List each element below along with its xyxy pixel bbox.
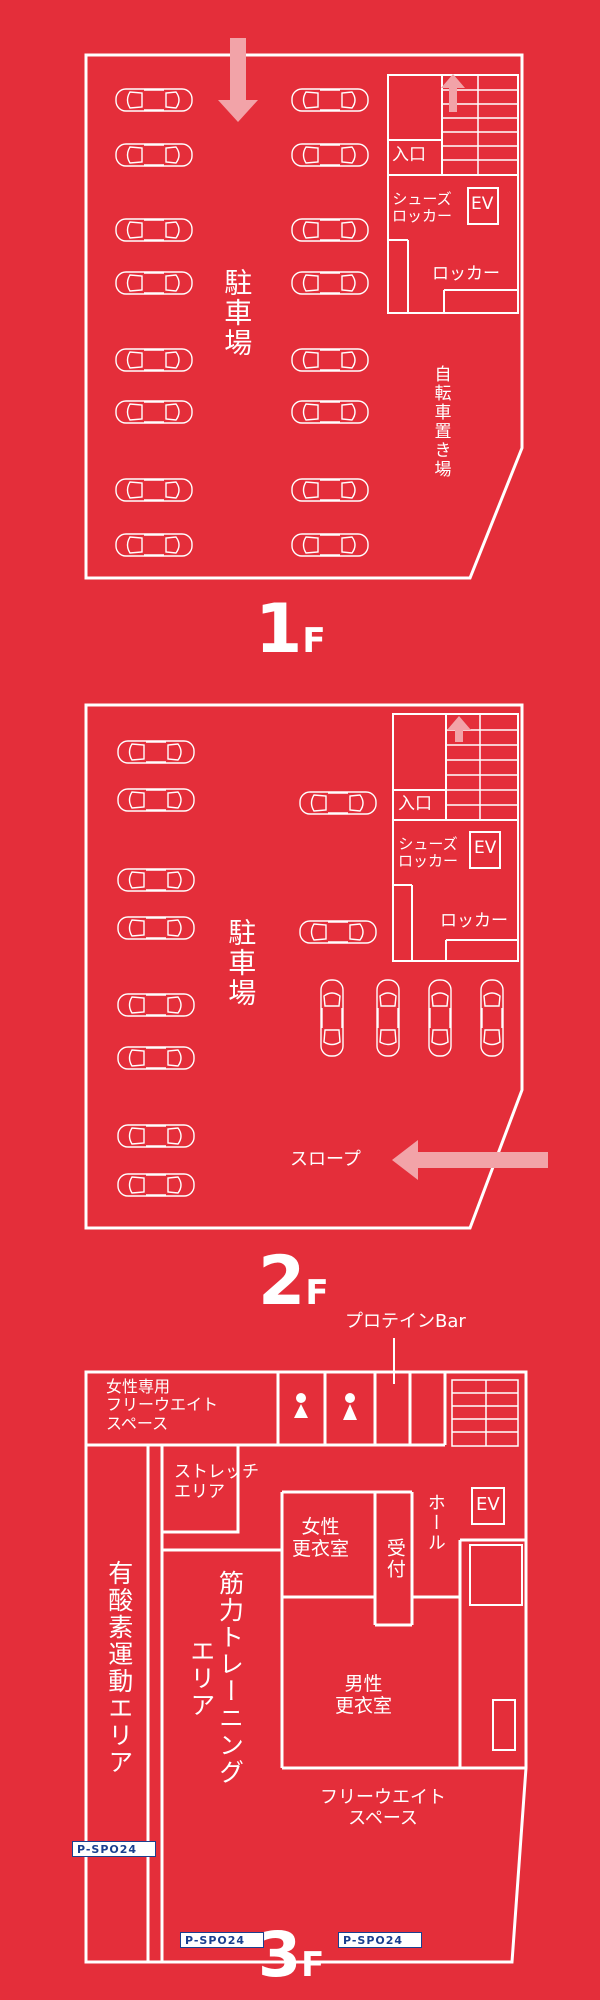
- car-icon: [320, 979, 344, 1057]
- floor-2-locker-label: ロッカー: [440, 911, 508, 931]
- car-icon: [117, 1046, 195, 1070]
- floor-2-ev-label: EV: [474, 838, 497, 858]
- car-icon: [117, 993, 195, 1017]
- car-icon: [117, 1173, 195, 1197]
- car-icon: [428, 979, 452, 1057]
- floor-2-slope-label: スロープ: [290, 1149, 361, 1170]
- car-icon: [117, 916, 195, 940]
- floor-1-shoe-locker-label: シューズ ロッカー: [392, 190, 453, 226]
- car-icon: [291, 218, 369, 242]
- stretch-area-label: ストレッチ エリア: [174, 1462, 259, 1502]
- car-icon: [115, 478, 193, 502]
- aerobic-area-label: 有酸素運動エリア: [104, 1560, 134, 1776]
- floor-1-entry-arrow-down-icon: [218, 38, 258, 122]
- car-icon: [291, 271, 369, 295]
- protein-bar-label: プロテインBar: [345, 1311, 466, 1332]
- floor-2-parking-label: 駐車場: [224, 918, 258, 1008]
- floor-1-entrance-label: 入口: [392, 145, 426, 165]
- floor-2-slope-arrow-left-icon: [392, 1140, 548, 1180]
- floor-3-title: 3F: [258, 1918, 325, 1991]
- car-icon: [117, 740, 195, 764]
- floor-1-ev-label: EV: [471, 194, 494, 214]
- floor-1-parking-label: 駐車場: [220, 268, 254, 358]
- women-changing-label: 女性 更衣室: [292, 1516, 350, 1560]
- floor-2-entrance-label: 入口: [398, 794, 432, 814]
- floor-2-stair-arrow-up-icon: [447, 716, 471, 742]
- floor-1-stair-arrow-up-icon: [441, 74, 465, 112]
- car-icon: [291, 478, 369, 502]
- car-icon: [115, 143, 193, 167]
- car-icon: [291, 88, 369, 112]
- car-icon: [299, 791, 377, 815]
- floor-1-title: 1F: [255, 590, 326, 669]
- car-icon: [117, 788, 195, 812]
- floor-2-title: 2F: [258, 1242, 329, 1321]
- reception-label: 受付: [383, 1538, 406, 1580]
- car-icon: [291, 143, 369, 167]
- pspo24-logo-1: P-SPO24: [72, 1841, 156, 1857]
- floor-2-shoe-locker-label: シューズ ロッカー: [398, 835, 459, 871]
- car-icon: [115, 533, 193, 557]
- free-weight-label: フリーウエイト スペース: [320, 1787, 446, 1829]
- floor-1-bicycle-label: 自転車置き場: [430, 365, 451, 479]
- car-icon: [115, 400, 193, 424]
- male-icon: [343, 1393, 357, 1420]
- car-icon: [291, 348, 369, 372]
- hall-label: ホール: [424, 1493, 446, 1553]
- car-icon: [115, 218, 193, 242]
- car-icon: [115, 348, 193, 372]
- car-icon: [291, 533, 369, 557]
- floor-1-locker-label: ロッカー: [432, 264, 500, 284]
- pspo24-logo-2: P-SPO24: [180, 1932, 264, 1948]
- men-changing-label: 男性 更衣室: [335, 1673, 393, 1717]
- car-icon: [376, 979, 400, 1057]
- floor-3-plan: [84, 1370, 528, 1964]
- car-icon: [117, 868, 195, 892]
- pspo24-logo-3: P-SPO24: [338, 1932, 422, 1948]
- car-icon: [115, 271, 193, 295]
- car-icon: [299, 920, 377, 944]
- strength-area-label: 筋力トレーニング エリア: [186, 1570, 245, 1786]
- car-icon: [115, 88, 193, 112]
- car-icon: [480, 979, 504, 1057]
- car-icon: [291, 400, 369, 424]
- floor-3-stairs-icon: [451, 1379, 519, 1447]
- female-icon: [294, 1393, 308, 1418]
- floor-3-ev-label: EV: [476, 1494, 500, 1515]
- women-free-weight-label: 女性専用 フリーウエイト スペース: [106, 1377, 219, 1433]
- car-icon: [117, 1124, 195, 1148]
